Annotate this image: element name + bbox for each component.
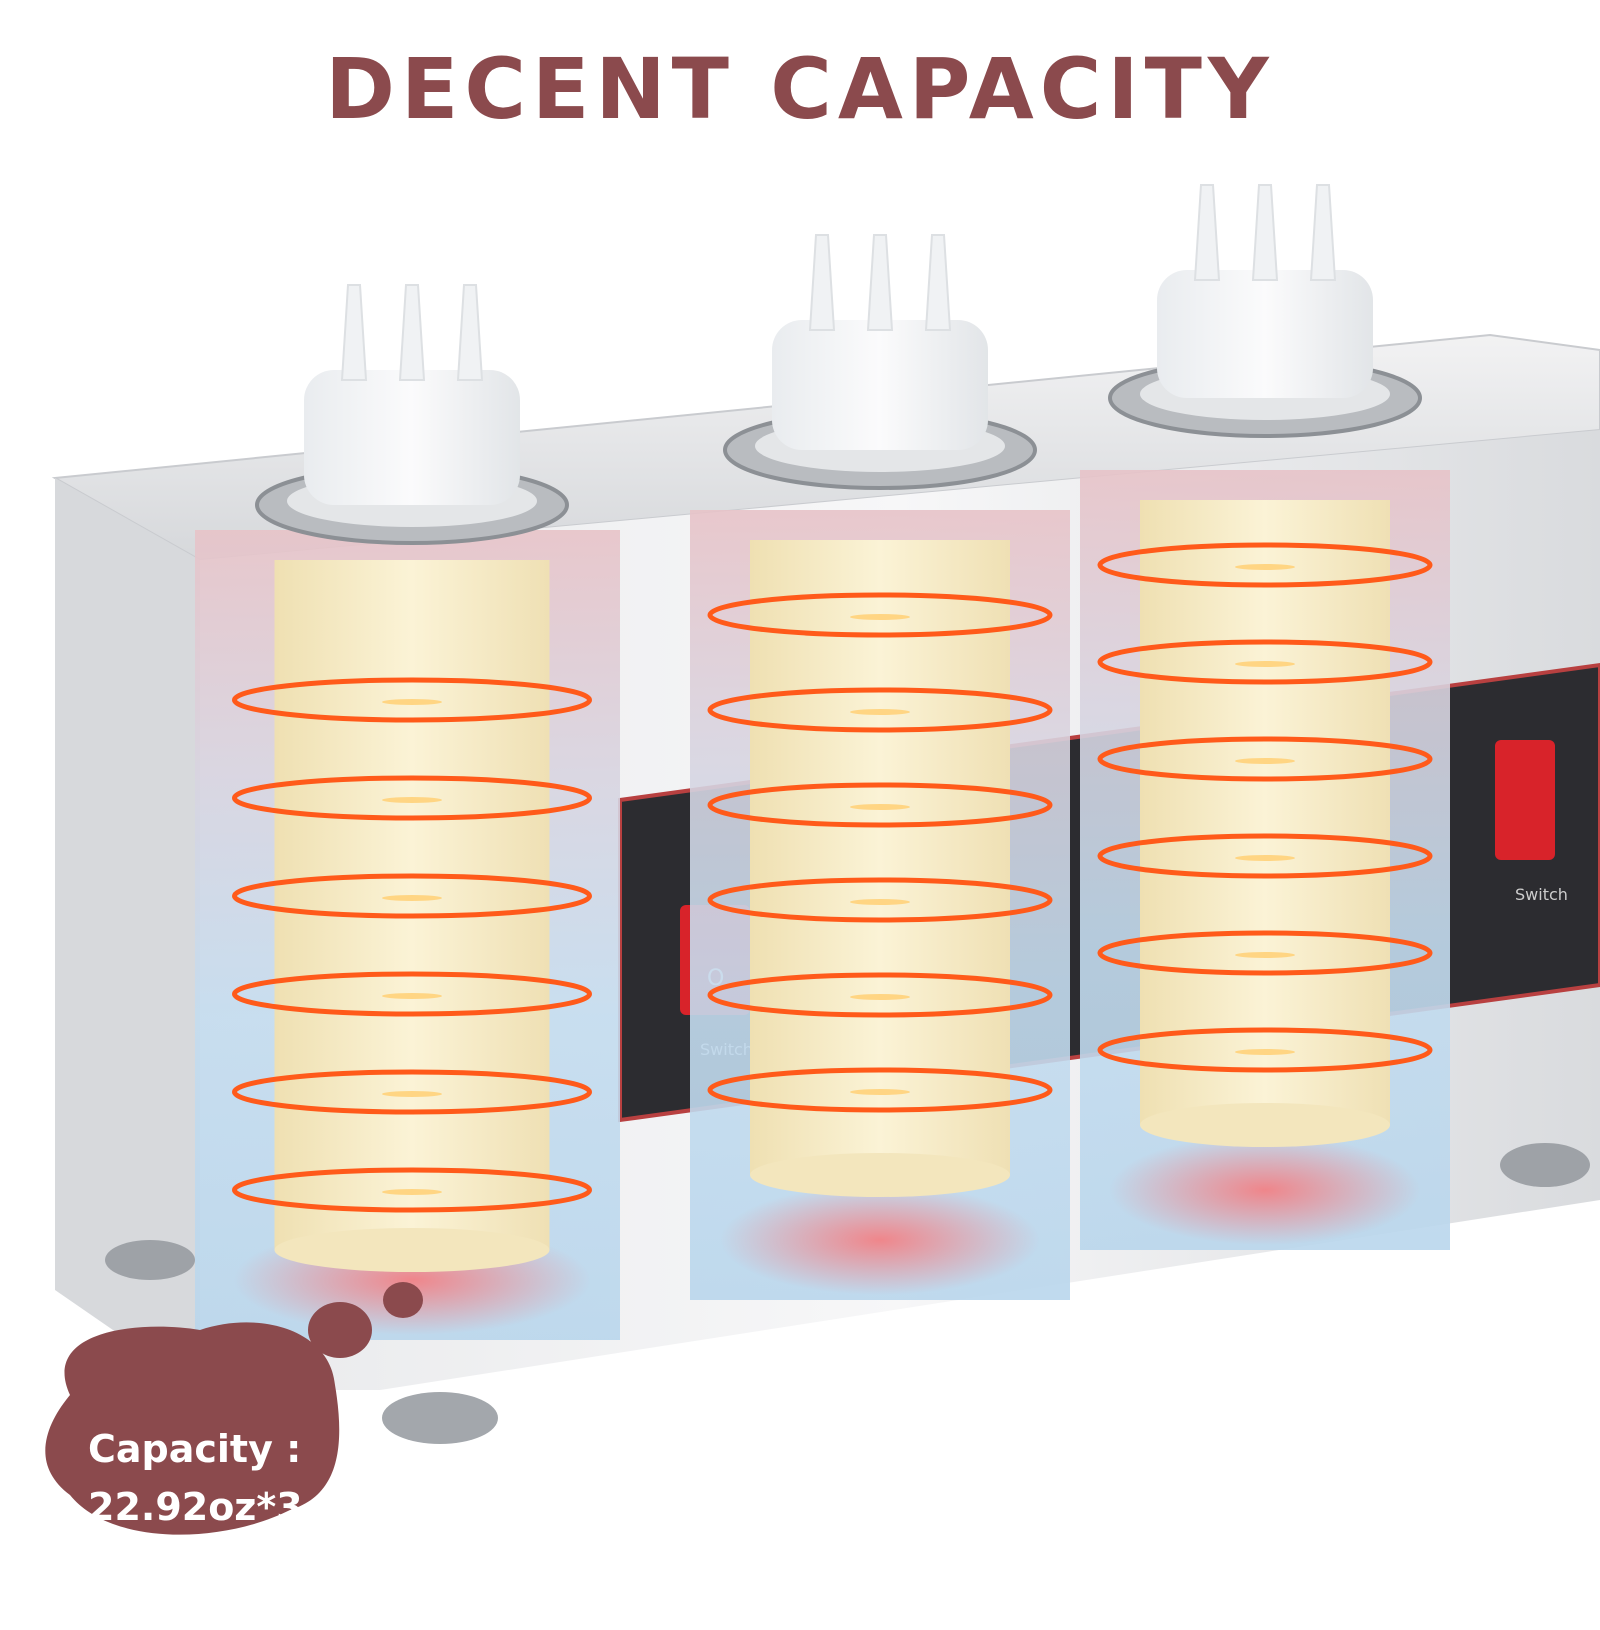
coil-highlight <box>382 797 442 803</box>
cap-nozzle <box>924 234 952 331</box>
bottle-left <box>195 284 620 1340</box>
heating-coil <box>707 782 1053 828</box>
power-switch-right <box>1495 740 1555 860</box>
bottle-base <box>274 1228 550 1272</box>
callout-dot-large <box>308 1302 372 1358</box>
heating-coil <box>1097 736 1433 782</box>
bottle-right <box>1080 184 1450 1250</box>
heating-coil <box>232 775 592 821</box>
switch-label-right: Switch <box>1515 885 1568 904</box>
coil-highlight <box>1235 952 1295 958</box>
heating-coil <box>707 972 1053 1018</box>
heating-coil <box>707 592 1053 638</box>
cap-nozzle <box>1193 184 1221 281</box>
sauce-bottle-body <box>1140 500 1390 1125</box>
heating-coil <box>232 873 592 919</box>
bottle-cap <box>1157 270 1373 398</box>
coil-highlight <box>850 709 910 715</box>
cap-nozzle <box>1309 184 1337 281</box>
heating-coil <box>707 1067 1053 1113</box>
coil-highlight <box>850 994 910 1000</box>
bottle-cap <box>772 320 988 450</box>
foot-left-back <box>105 1240 195 1280</box>
coil-highlight <box>382 699 442 705</box>
capacity-value: 22.92oz*3 <box>88 1485 303 1529</box>
cap-nozzle <box>808 234 836 331</box>
coil-highlight <box>1235 758 1295 764</box>
coil-highlight <box>850 899 910 905</box>
headline: DECENT CAPACITY <box>325 40 1275 138</box>
cap-nozzle <box>866 234 894 331</box>
bottle-base <box>750 1153 1010 1197</box>
cap-nozzle <box>1251 184 1279 281</box>
capacity-callout-text: Capacity : 22.92oz*3 <box>88 1420 308 1536</box>
heating-coil <box>1097 833 1433 879</box>
heat-glow <box>720 1185 1040 1295</box>
coil-highlight <box>1235 1049 1295 1055</box>
bottle-base <box>1140 1103 1390 1147</box>
heating-coil <box>1097 1027 1433 1073</box>
cap-nozzle <box>340 284 368 381</box>
heating-coil <box>707 877 1053 923</box>
sauce-bottle-body <box>274 560 550 1250</box>
cap-nozzle <box>398 284 426 381</box>
capacity-callout <box>45 1282 423 1535</box>
heat-glow <box>1109 1135 1421 1245</box>
coil-highlight <box>1235 564 1295 570</box>
heating-coil <box>232 971 592 1017</box>
heating-coil <box>707 687 1053 733</box>
heating-coil <box>1097 930 1433 976</box>
heating-coil <box>1097 639 1433 685</box>
heating-coil <box>232 1167 592 1213</box>
cap-nozzle <box>456 284 484 381</box>
coil-highlight <box>850 1089 910 1095</box>
bottle-cap <box>304 370 520 505</box>
heating-coil <box>1097 542 1433 588</box>
foot-left-front <box>382 1392 498 1444</box>
foot-right <box>1500 1143 1590 1187</box>
heating-coil <box>232 1069 592 1115</box>
warmer-left-side <box>55 478 200 1390</box>
callout-dot-small <box>383 1282 423 1318</box>
coil-highlight <box>850 614 910 620</box>
coil-highlight <box>1235 855 1295 861</box>
coil-highlight <box>850 804 910 810</box>
coil-highlight <box>382 1189 442 1195</box>
coil-highlight <box>382 895 442 901</box>
capacity-label: Capacity : <box>88 1427 302 1471</box>
heating-coil <box>232 677 592 723</box>
coil-highlight <box>382 993 442 999</box>
coil-highlight <box>1235 661 1295 667</box>
bottle-middle <box>690 234 1070 1300</box>
coil-highlight <box>382 1091 442 1097</box>
